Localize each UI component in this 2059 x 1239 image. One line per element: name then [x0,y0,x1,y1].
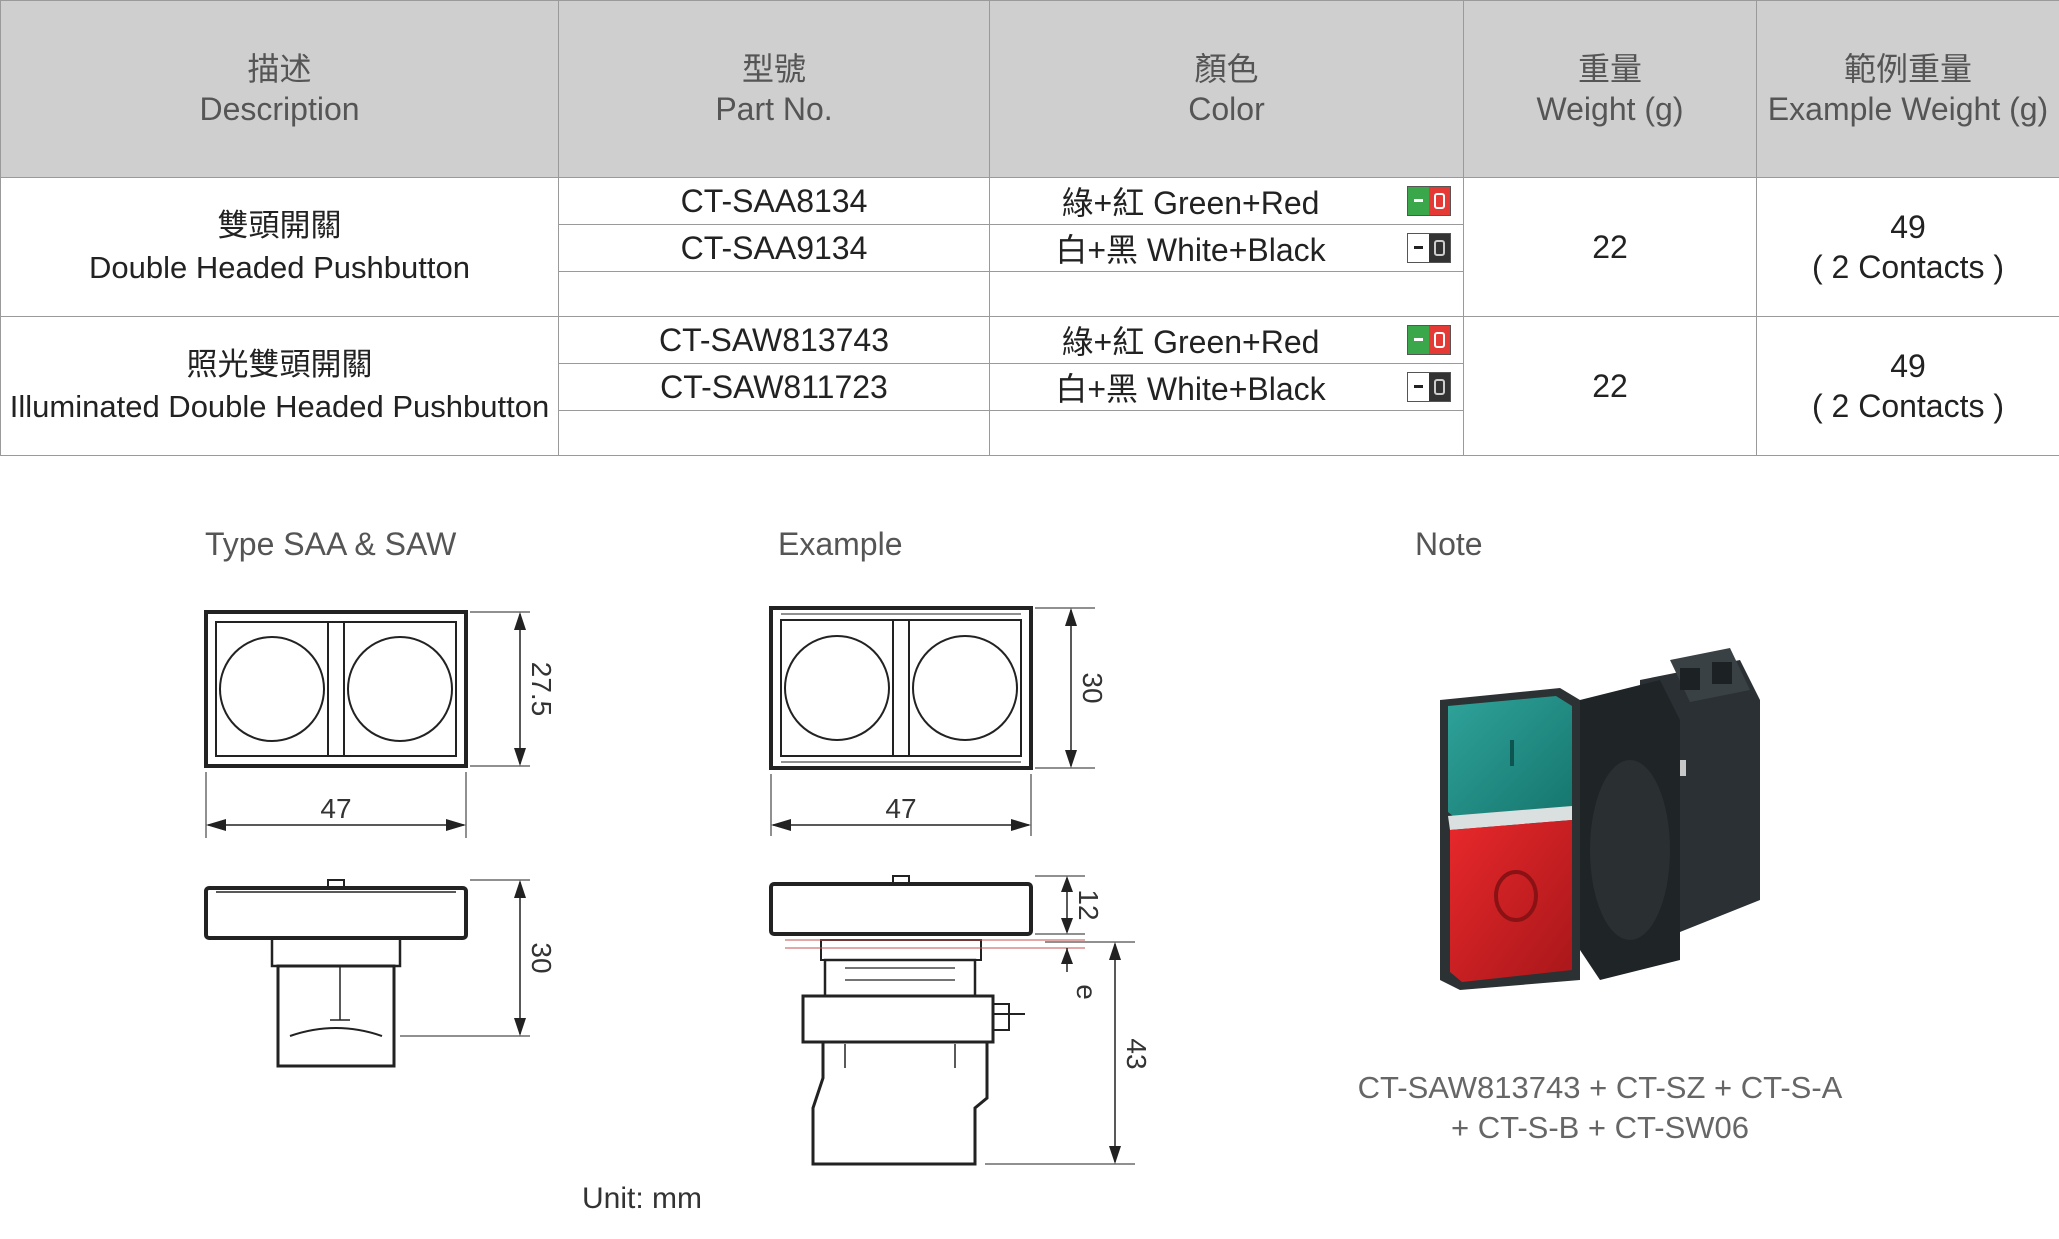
part-no-cell: CT-SAA9134 [558,224,990,272]
weight-cell: 22 [1463,177,1757,317]
color-label: 綠+紅 Green+Red [1061,324,1320,360]
table-row: 雙頭開關 Double Headed Pushbutton CT-SAA8134… [0,177,2059,317]
part-no-cell: CT-SAA8134 [558,177,990,225]
example-weight-cell: 49 ( 2 Contacts ) [1756,316,2059,456]
empty-cell [989,410,1464,456]
color-cell: 白+黑 White+Black [989,363,1464,411]
type-section-title: Type SAA & SAW [205,526,457,562]
white-black-swatch-icon [1407,372,1451,402]
empty-cell [558,271,990,317]
color-cell: 白+黑 White+Black [989,224,1464,272]
header-description: 描述 Description [0,0,559,178]
header-part-no: 型號 Part No. [558,0,990,178]
combo-line-2: + CT-S-B + CT-SW06 [1450,1110,1749,1145]
description-cell: 照光雙頭開關 Illuminated Double Headed Pushbut… [0,316,559,456]
header-color: 顏色 Color [989,0,1464,178]
type-front-drawing: 27.5 47 [204,610,557,838]
part-no-cell: CT-SAW813743 [558,316,990,364]
example-section-title: Example [778,526,903,562]
dim-front-width: 47 [320,793,351,824]
empty-cell [558,410,990,456]
dim-example-side-e: e [1071,984,1102,1000]
combo-caption: CT-SAW813743 + CT-SZ + CT-S-A + CT-S-B +… [1340,1068,1860,1148]
table-header-row: 描述 Description 型號 Part No. 顏色 Color 重量 W… [0,0,2059,178]
example-side-drawing: 12 e 43 [769,875,1152,1166]
color-label: 綠+紅 Green+Red [1061,185,1320,221]
table-row-empty [1,410,2059,456]
example-front-drawing: 30 47 [769,606,1108,836]
weight-cell: 22 [1463,316,1757,456]
dim-front-height: 27.5 [526,662,557,717]
white-black-swatch-icon [1407,233,1451,263]
table-row: 照光雙頭開關 Illuminated Double Headed Pushbut… [0,316,2059,456]
dim-example-side-top: 12 [1073,889,1104,920]
header-weight: 重量 Weight (g) [1463,0,1757,178]
color-cell: 綠+紅 Green+Red [989,177,1464,225]
product-photo [1440,648,1760,990]
note-section-title: Note [1415,526,1483,562]
spec-table: 描述 Description 型號 Part No. 顏色 Color 重量 W… [0,0,2059,456]
example-weight-cell: 49 ( 2 Contacts ) [1756,177,2059,317]
table-row: CT-SAA9134 白+黑 White+Black [1,224,2059,272]
color-label: 白+黑 White+Black [1055,232,1326,268]
combo-line-1: CT-SAW813743 + CT-SZ + CT-S-A [1357,1070,1843,1105]
color-cell: 綠+紅 Green+Red [989,316,1464,364]
green-red-swatch-icon [1407,325,1451,355]
unit-label: Unit: mm [582,1182,702,1215]
description-cell: 雙頭開關 Double Headed Pushbutton [0,177,559,317]
color-label: 白+黑 White+Black [1055,371,1326,407]
dim-example-front-height: 30 [1077,672,1108,703]
green-red-swatch-icon [1407,186,1451,216]
dim-example-front-width: 47 [885,793,916,824]
empty-cell [989,271,1464,317]
part-no-cell: CT-SAW811723 [558,363,990,411]
dim-example-side-total: 43 [1121,1038,1152,1069]
dim-side-height: 30 [526,942,557,973]
type-side-drawing: 30 [204,879,557,1068]
header-example-weight: 範例重量 Example Weight (g) [1756,0,2059,178]
